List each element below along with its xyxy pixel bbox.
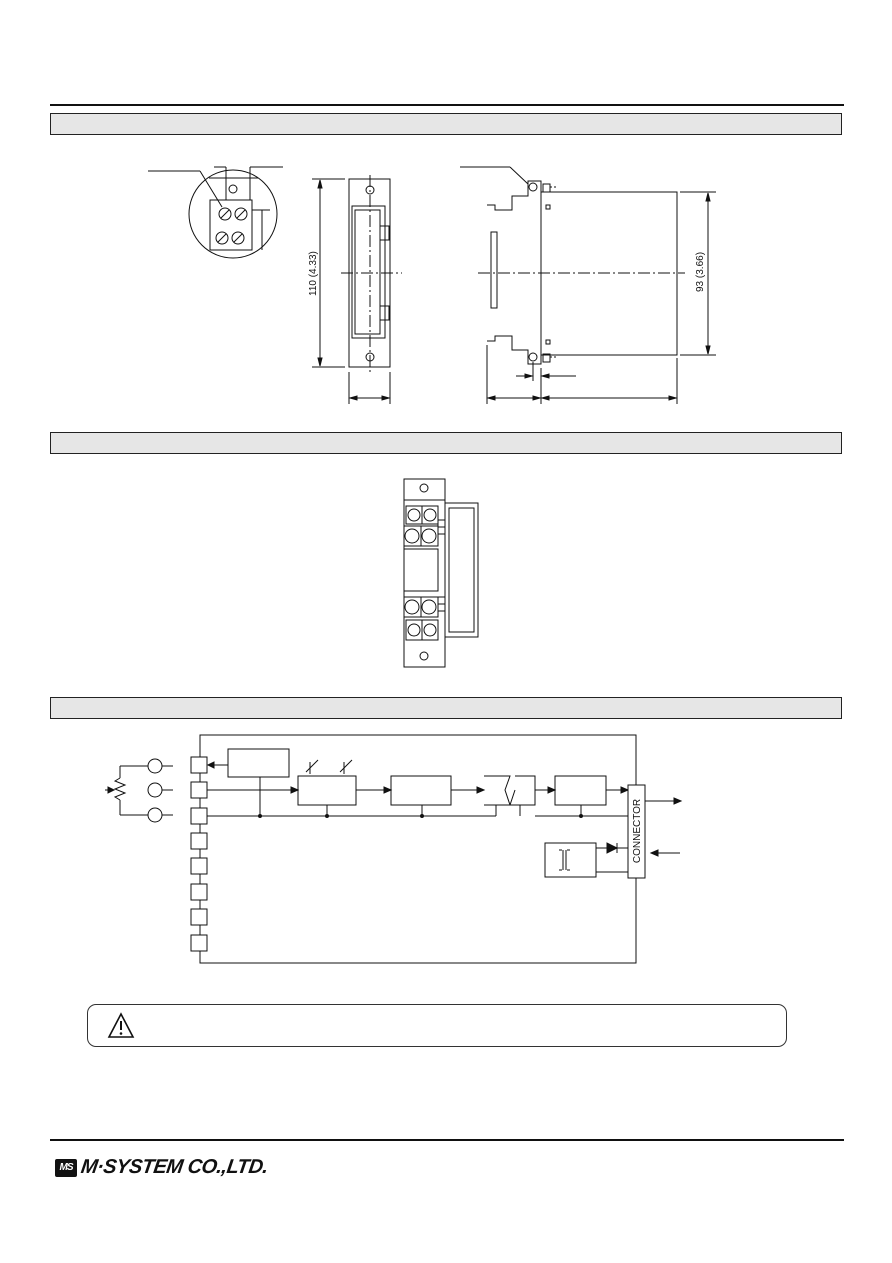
front-view — [312, 175, 402, 404]
depth-dimension-label: 93 (3.66) — [695, 252, 706, 292]
side-view — [460, 166, 716, 404]
connector-label: CONNECTOR — [632, 799, 643, 863]
warning-triangle-icon — [107, 1012, 135, 1038]
section-bar-schematic — [50, 697, 842, 719]
section-bar-terminal-assignments — [50, 432, 842, 454]
height-dimension-label: 110 (4.33) — [308, 251, 319, 296]
footer-rule — [50, 1139, 844, 1141]
company-logo: MS M·SYSTEM CO.,LTD. — [55, 1156, 270, 1179]
warning-notice-box — [87, 1004, 787, 1047]
logo-mark-icon: MS — [55, 1158, 77, 1177]
schematic-block-diagram — [105, 734, 683, 964]
terminal-assignment-drawing — [403, 478, 479, 668]
terminal-detail-view — [148, 166, 283, 259]
section-bar-dimensions — [50, 113, 842, 135]
header-rule — [50, 104, 844, 106]
company-name: M·SYSTEM CO.,LTD. — [79, 1156, 270, 1178]
